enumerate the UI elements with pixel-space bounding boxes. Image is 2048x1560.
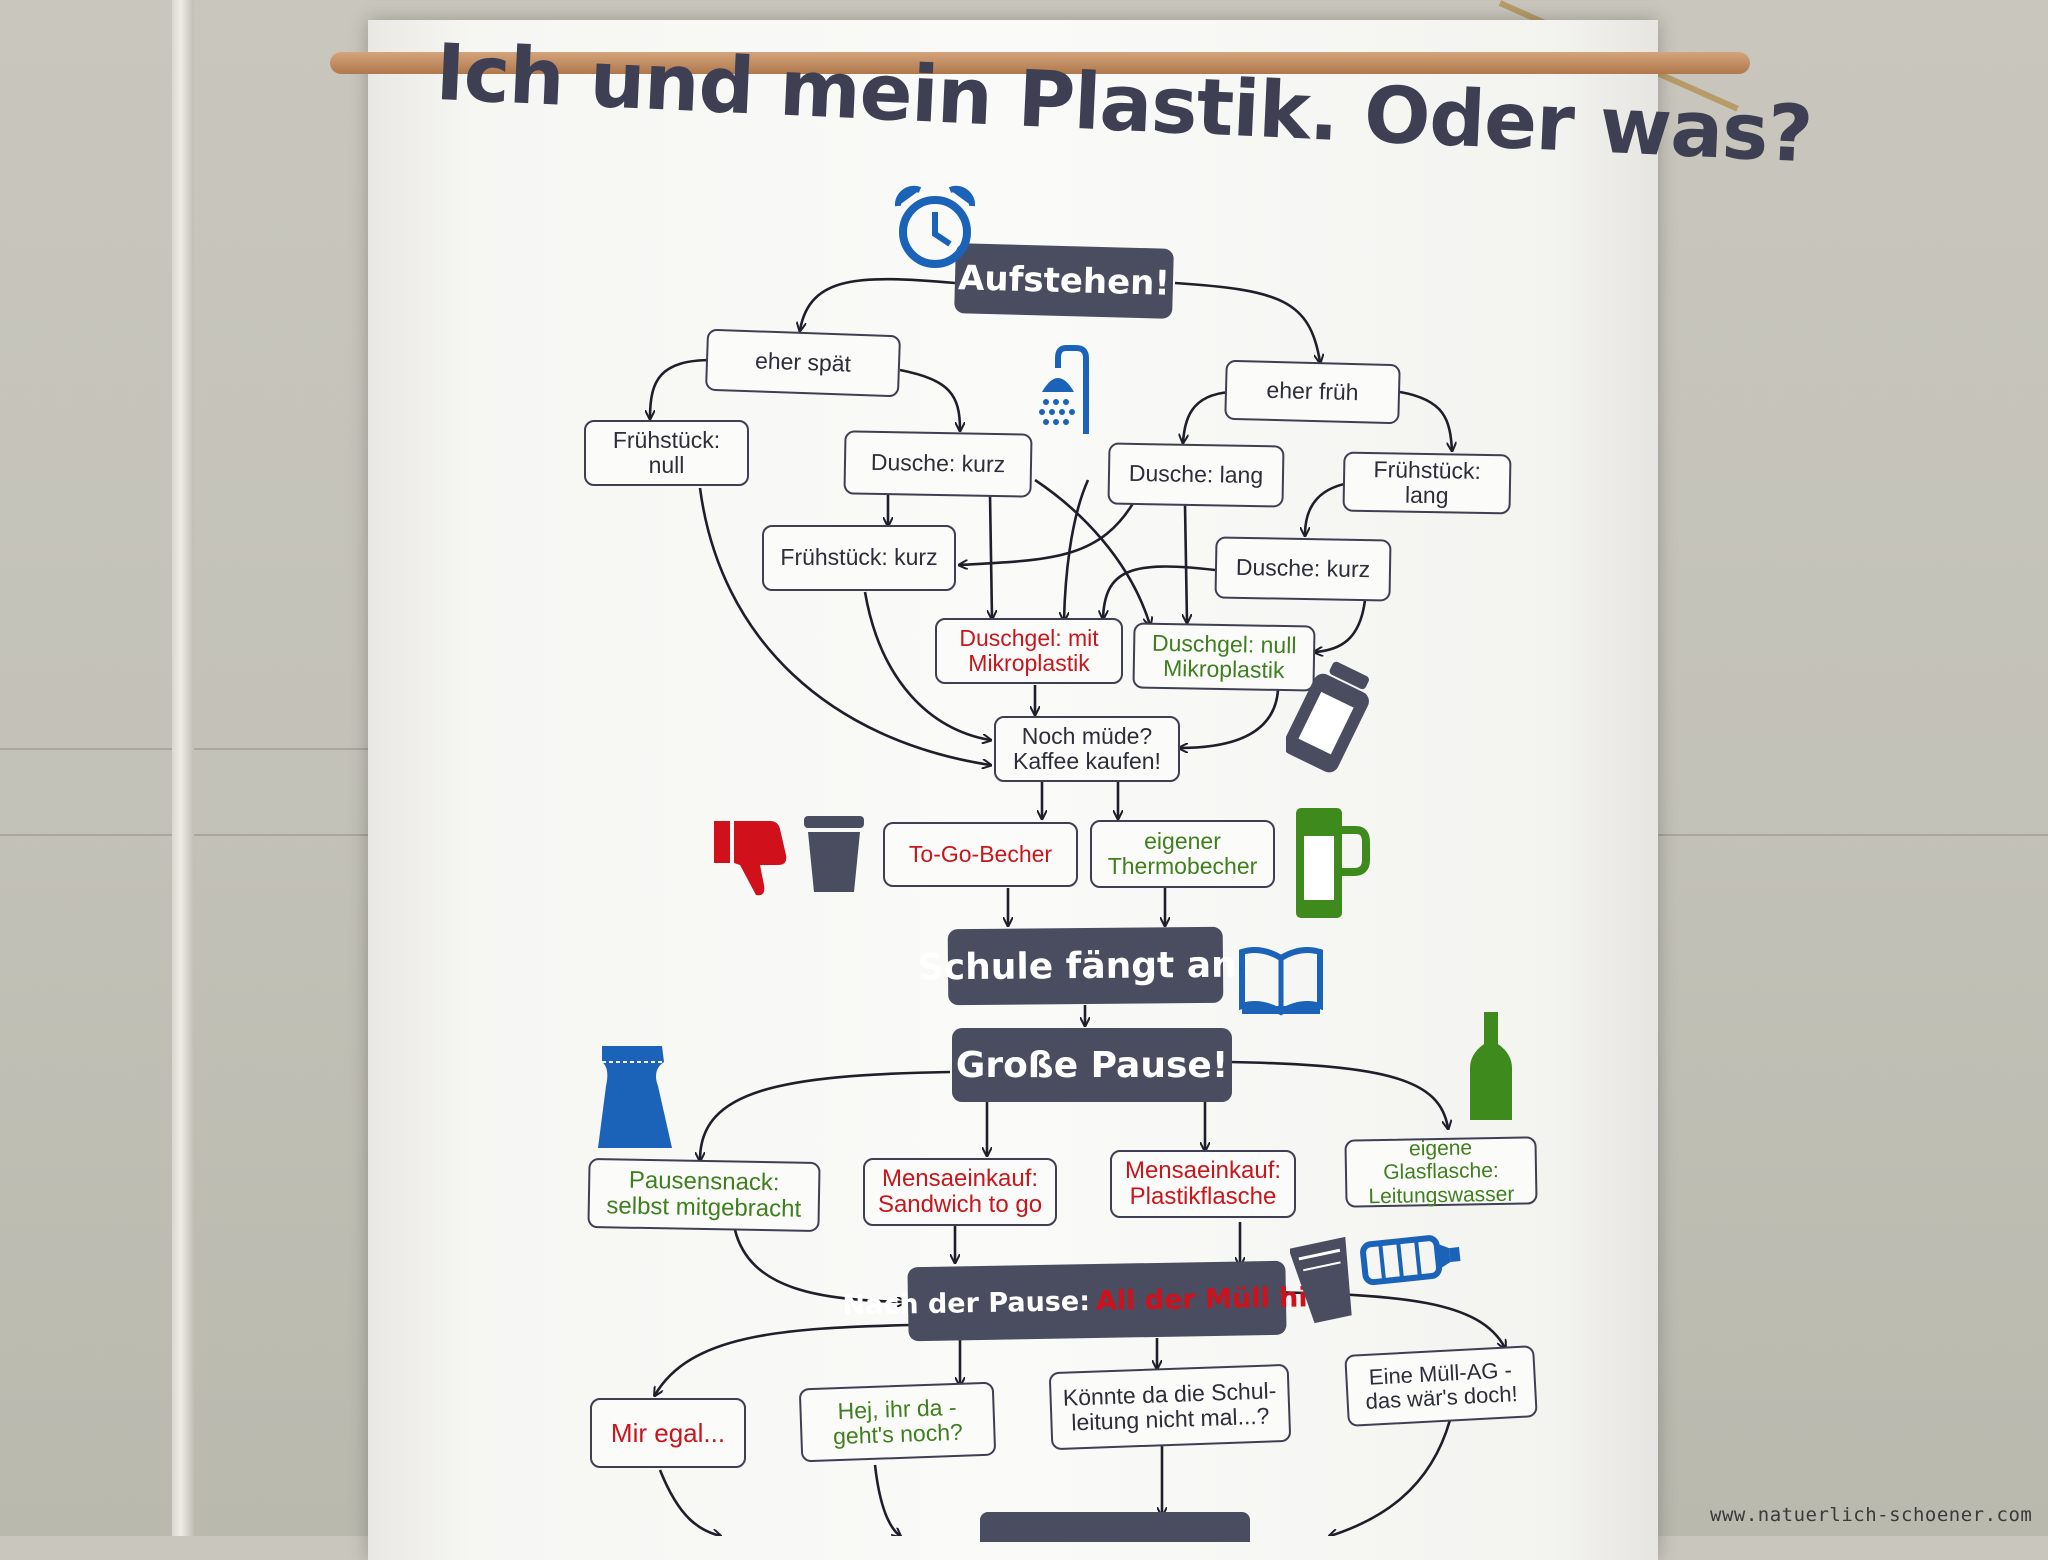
plastic-bottle-icon <box>1360 1235 1461 1286</box>
big-break-label: Große Pause! <box>955 1044 1229 1086</box>
arrow <box>1180 689 1280 748</box>
node-breakfast-short: Frühstück: kurz <box>762 525 956 591</box>
glass-bottle-icon <box>1470 1012 1512 1120</box>
arrow <box>1183 390 1231 442</box>
shower-icon <box>1039 345 1089 434</box>
paper-bag-icon <box>598 1046 672 1148</box>
node-sandwich: Mensaeinkauf: Sandwich to go <box>863 1158 1057 1226</box>
footer-node-partial <box>980 1512 1250 1542</box>
node-breakfast-none: Frühstück: null <box>584 420 749 486</box>
node-plastic-bottle: Mensaeinkauf: Plastikflasche <box>1110 1150 1296 1218</box>
arrow <box>863 591 990 740</box>
alarm-clock-icon <box>894 185 976 268</box>
arrow <box>1174 281 1320 362</box>
node-early: eher früh <box>1224 359 1401 425</box>
start-node-label: Aufstehen! <box>957 258 1171 304</box>
arrow <box>1185 504 1187 622</box>
after-break-label: Nach der Pause: <box>842 1285 1091 1321</box>
arrow <box>960 499 1137 565</box>
arrow <box>800 277 956 330</box>
arrow <box>1103 565 1216 618</box>
arrow <box>700 1070 951 1160</box>
node-thermo-cup: eigener Thermobecher <box>1090 820 1275 888</box>
arrow <box>899 368 960 430</box>
thumbs-down-icon <box>714 821 787 896</box>
coffee-cup-icon <box>804 816 864 892</box>
node-dont-care: Mir egal... <box>590 1398 746 1468</box>
arrow <box>1330 1419 1452 1536</box>
node-principal: Könnte da die Schul-leitung nicht mal...… <box>1048 1363 1292 1451</box>
after-break-node: Nach der Pause: All der Müll hier! <box>842 1260 1352 1342</box>
arrow <box>1315 599 1367 652</box>
arrow <box>873 1464 900 1536</box>
node-snack-self: Pausensnack: selbst mitgebracht <box>587 1157 821 1233</box>
node-hey-you: Hej, ihr da - geht's noch? <box>798 1381 997 1463</box>
school-starts-node: Schule fängt an! <box>918 926 1253 1006</box>
arrow <box>650 358 713 418</box>
watermark: www.natuerlich-schoener.com <box>1710 1504 2033 1526</box>
arrow <box>1064 479 1090 620</box>
arrow <box>733 1229 905 1302</box>
arrow <box>658 1469 720 1536</box>
node-glass-bottle: eigene Glasflasche: Leitungswasser <box>1344 1136 1538 1208</box>
start-node: Aufstehen! <box>954 243 1174 319</box>
wall-pipe <box>172 0 194 1536</box>
beer-mug-icon <box>1296 808 1370 918</box>
arrow <box>655 1323 911 1395</box>
node-coffee: Noch müde? Kaffee kaufen! <box>994 716 1180 782</box>
node-gel-microplastic: Duschgel: mit Mikroplastik <box>935 618 1123 684</box>
shower-gel-bottle-icon <box>1286 661 1369 773</box>
node-waste-club: Eine Müll-AG - das wär's doch! <box>1344 1345 1538 1427</box>
school-starts-label: Schule fängt an! <box>917 944 1254 988</box>
book-icon <box>1239 947 1323 1016</box>
node-to-go-cup: To-Go-Becher <box>883 822 1078 887</box>
node-breakfast-long: Frühstück: lang <box>1342 451 1512 515</box>
node-late: eher spät <box>704 328 902 398</box>
plastic-cup-icon <box>1290 1236 1352 1324</box>
banner-pole <box>330 52 1750 74</box>
arrow <box>1229 1060 1448 1128</box>
arrow <box>1399 390 1452 450</box>
arrow <box>698 487 990 765</box>
node-shower-short-1: Dusche: kurz <box>843 430 1033 498</box>
node-shower-long: Dusche: lang <box>1107 442 1285 508</box>
node-shower-short-2: Dusche: kurz <box>1214 536 1392 602</box>
arrow <box>1034 478 1150 625</box>
big-break-node: Große Pause! <box>952 1028 1232 1102</box>
arrow <box>990 494 992 618</box>
